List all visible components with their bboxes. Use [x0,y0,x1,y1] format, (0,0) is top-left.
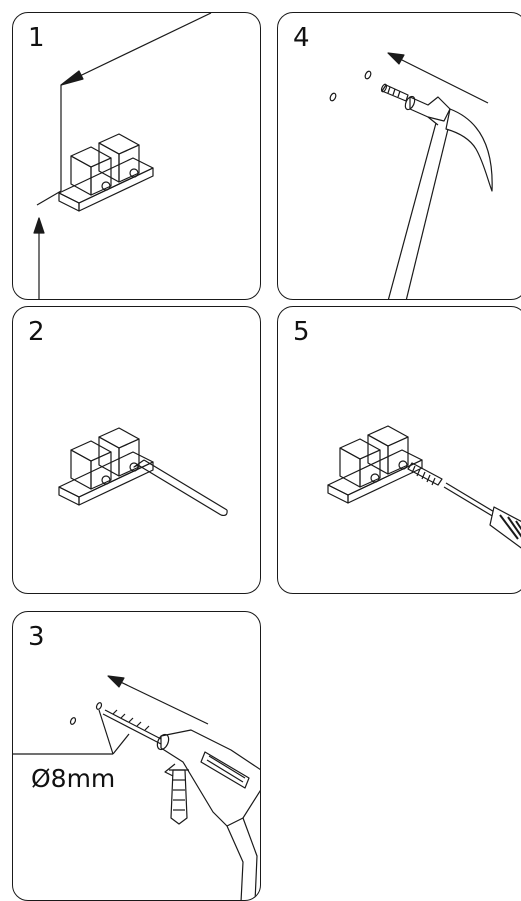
screwdriver-shape [443,482,521,549]
step-3-number: 3 [28,622,45,652]
bracket-shape [327,425,423,504]
step-4-number: 4 [293,23,310,53]
drill-hole [69,717,77,725]
arrow-head [33,217,45,234]
pencil-shape [133,459,228,517]
drill-diameter-label: Ø8mm [31,764,116,793]
drill-bit [102,709,164,745]
step-5-number: 5 [293,317,310,347]
step-3-illustration [13,675,260,900]
bracket-shape [58,133,154,212]
bracket-shape [58,427,154,506]
step-2-illustration [58,427,228,517]
step-5-illustration [327,425,521,549]
arrow-head [60,70,84,86]
step-5-panel: 5 [277,306,521,594]
drill-shape [156,729,260,900]
step-1-illustration [33,13,212,299]
step-1-number: 1 [28,23,45,53]
hammer-shape [387,95,493,299]
step-2-number: 2 [28,317,45,347]
step-3-panel: 3 [12,611,261,901]
drill-hole [95,702,103,710]
screw-shape [407,462,443,486]
wall-plug [380,83,409,102]
step-1-panel: 1 [12,12,261,300]
step-4-panel: 4 [277,12,521,300]
step-4-illustration [329,52,493,299]
drill-hole [329,92,337,102]
drill-hole [364,70,372,80]
step-2-panel: 2 [12,306,261,594]
arrow-head [107,675,125,688]
arrow-head [387,52,405,65]
wall-plug [169,769,189,825]
